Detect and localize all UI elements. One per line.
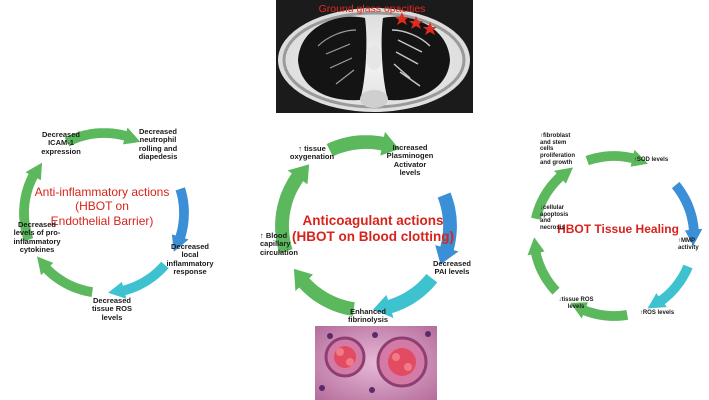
label-decreased-icam1: Decreased ICAM-1 expression [41, 130, 81, 156]
label-cellular-apoptosis-necrosis: ↓cellular apoptosis and necrosis [540, 205, 569, 232]
label-increased-plasminogen-activator: Increased Plasminogen Activator levels [386, 143, 434, 178]
cycle-1-arrow-4 [35, 254, 95, 299]
label-decreased-pai: Decreased PAI levels [433, 259, 471, 277]
cycle-title-anticoagulant: Anticoagulant actions (HBOT on Blood clo… [292, 213, 454, 245]
cycle-3-arrow-5 [525, 234, 562, 297]
cycle-3-arrow-6 [529, 165, 576, 222]
cycle-1-arrow-3 [105, 260, 171, 301]
cycle-title-tissue-healing: HBOT Tissue Healing [557, 222, 679, 236]
label-tissue-oxygenation: ↑ tissue oxygenation [289, 144, 335, 162]
cycle-1-arrow-1 [63, 125, 143, 148]
histology-blood-vessel-image [315, 326, 437, 400]
cycle-3-arrow-2 [670, 180, 705, 249]
ct-image-label: Ground glass opacities [319, 3, 426, 15]
cycle-1-arrow-2 [170, 185, 192, 255]
label-blood-capillary-circulation: ↑ Blood capillary circulation [260, 231, 298, 257]
cycle-2-arrow-2 [433, 190, 462, 267]
cycle-3-arrow-1 [584, 147, 651, 169]
cycle-2-arrow-5 [273, 162, 311, 256]
cycle-3-arrow-3 [645, 263, 695, 310]
cycle-arrows [17, 125, 705, 323]
label-sod-levels: ↑SOD levels [633, 157, 669, 163]
cycle-2-arrow-3 [370, 272, 439, 321]
cycle-2-arrow-1 [325, 129, 402, 158]
label-ros-levels: ↑ROS levels [639, 310, 675, 316]
cycle-2-arrow-4 [292, 267, 357, 318]
label-decreased-tissue-ros: Decreased tissue ROS levels [91, 296, 132, 322]
label-fibroblast-stem-cells: ↑fibroblast and stem cells proliferation… [540, 133, 576, 166]
label-decreased-proinflammatory-cytokines: Decreased levels of pro- inflammatory cy… [13, 220, 61, 255]
ct-scan-lung-image: Ground glass opacities [276, 0, 473, 113]
red-star-markers [395, 12, 437, 35]
label-enhanced-fibrinolysis: Enhanced fibrinolysis [347, 307, 388, 325]
label-mmp-activity: ↑MMP activity [678, 238, 699, 251]
cycle-3-arrow-4 [568, 300, 630, 323]
label-decreased-local-inflammatory: Decreased local inflammatory response [166, 242, 214, 277]
cycle-1-arrow-5 [17, 160, 44, 243]
cycle-title-anti-inflammatory: Anti-inflammatory actions (HBOT on Endot… [34, 185, 170, 228]
label-tissue-ros-levels: ↓tissue ROS levels [558, 297, 594, 310]
label-decreased-neutrophil-rolling: Decreased neutrophil rolling and diapede… [138, 127, 178, 162]
